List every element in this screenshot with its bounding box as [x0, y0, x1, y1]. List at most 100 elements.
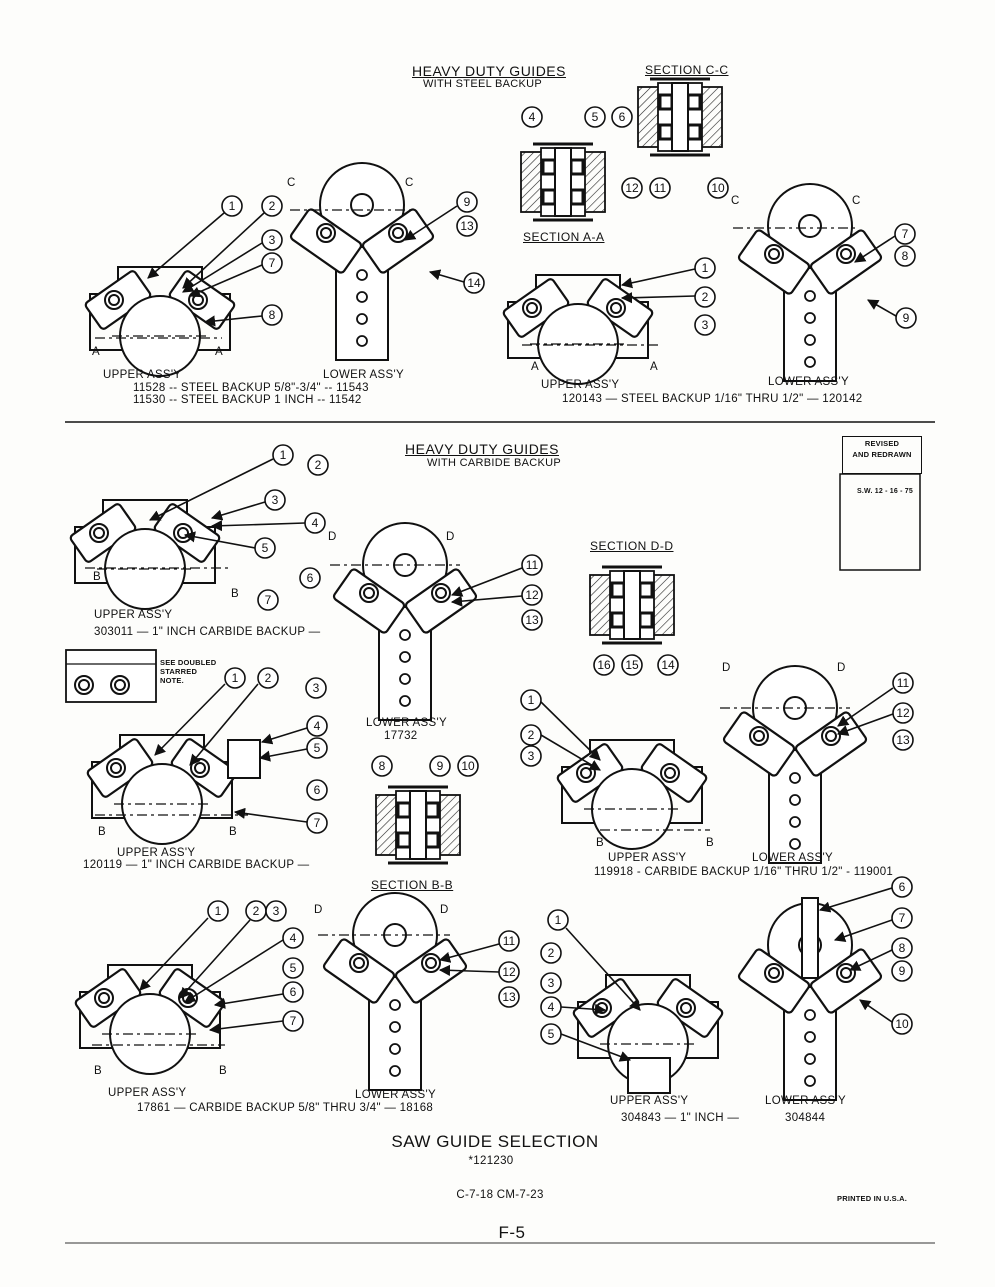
- svg-text:12: 12: [525, 588, 539, 602]
- section-d-d-label: SECTION D-D: [590, 539, 674, 553]
- top-title: HEAVY DUTY GUIDES: [412, 63, 566, 79]
- carbide-line-17861: 17861 — CARBIDE BACKUP 5/8" THRU 3/4" — …: [137, 1102, 434, 1114]
- mid-title: HEAVY DUTY GUIDES: [405, 441, 559, 457]
- svg-text:3: 3: [528, 749, 535, 763]
- letter-b: B: [219, 1065, 227, 1077]
- svg-text:3: 3: [272, 493, 279, 507]
- svg-text:1: 1: [702, 261, 709, 275]
- svg-text:1: 1: [229, 199, 236, 213]
- letter-b: B: [231, 588, 239, 600]
- svg-text:2: 2: [702, 290, 709, 304]
- svg-text:14: 14: [467, 276, 481, 290]
- svg-text:1: 1: [280, 448, 287, 462]
- upper-assy-120119-label: UPPER ASS'Y: [117, 847, 196, 859]
- svg-text:7: 7: [265, 593, 272, 607]
- svg-text:10: 10: [461, 759, 475, 773]
- upper-assy-303011-label: UPPER ASS'Y: [94, 609, 173, 621]
- footer-number: *121230: [468, 1155, 514, 1167]
- printed-in-usa: PRINTED IN U.S.A.: [837, 1194, 908, 1203]
- svg-text:6: 6: [899, 880, 906, 894]
- svg-text:3: 3: [702, 318, 709, 332]
- svg-text:1: 1: [555, 913, 562, 927]
- svg-text:6: 6: [314, 783, 321, 797]
- letter-d: D: [446, 531, 455, 543]
- svg-text:4: 4: [548, 1000, 555, 1014]
- svg-text:1: 1: [232, 671, 239, 685]
- revision-date: S.W. 12 - 16 - 75: [857, 488, 913, 495]
- svg-text:7: 7: [902, 227, 909, 241]
- page-number: F-5: [498, 1223, 526, 1242]
- upper-assy-304843-label: UPPER ASS'Y: [610, 1095, 689, 1107]
- svg-text:9: 9: [899, 964, 906, 978]
- letter-d: D: [314, 904, 323, 916]
- svg-text:8: 8: [379, 759, 386, 773]
- section-a-a-label: SECTION A-A: [523, 230, 605, 244]
- svg-text:7: 7: [269, 256, 276, 270]
- svg-text:13: 13: [896, 733, 910, 747]
- steel-line-right: 120143 — STEEL BACKUP 1/16" THRU 1/2" — …: [562, 393, 863, 405]
- svg-text:7: 7: [899, 911, 906, 925]
- upper-assembly-carbide-303011: [69, 500, 221, 609]
- svg-text:11: 11: [654, 181, 667, 195]
- svg-text:14: 14: [661, 658, 675, 672]
- section-a-a-drawing: [519, 142, 607, 222]
- carbide-line-119918: 119918 - CARBIDE BACKUP 1/16" THRU 1/2" …: [594, 866, 894, 878]
- svg-text:13: 13: [502, 990, 516, 1004]
- lower-17732-num: 17732: [384, 730, 418, 742]
- svg-text:3: 3: [273, 904, 280, 918]
- upper-assy-119918-label: UPPER ASS'Y: [608, 852, 687, 864]
- letter-d: D: [837, 662, 846, 674]
- svg-text:3: 3: [548, 976, 555, 990]
- upper-assy-label: UPPER ASS'Y: [103, 369, 182, 381]
- section-b-b-drawing: [374, 785, 462, 865]
- upper-assembly-carbide-17861: [74, 965, 226, 1074]
- svg-text:4: 4: [290, 931, 297, 945]
- svg-text:4: 4: [529, 110, 536, 124]
- svg-text:12: 12: [896, 706, 910, 720]
- footer-title: SAW GUIDE SELECTION: [391, 1132, 599, 1151]
- letter-b: B: [93, 571, 101, 583]
- upper-assembly-steel-right: [502, 275, 654, 384]
- lower-assy-17732-label: LOWER ASS'Y: [366, 717, 447, 729]
- letter-d: D: [722, 662, 731, 674]
- letter-c: C: [731, 195, 740, 207]
- svg-text:5: 5: [548, 1027, 555, 1041]
- lower-assy-304844-label: LOWER ASS'Y: [765, 1095, 846, 1107]
- note-line-2: STARRED: [160, 667, 198, 676]
- svg-text:9: 9: [903, 311, 910, 325]
- svg-text:4: 4: [312, 516, 319, 530]
- svg-text:12: 12: [502, 965, 516, 979]
- lower-assembly-steel-right: [737, 184, 882, 381]
- svg-text:8: 8: [902, 249, 909, 263]
- letter-b: B: [98, 826, 106, 838]
- svg-text:2: 2: [528, 728, 535, 742]
- letter-c: C: [405, 177, 414, 189]
- section-c-c-drawing: [636, 77, 724, 157]
- svg-text:10: 10: [895, 1017, 909, 1031]
- svg-text:11: 11: [503, 934, 516, 948]
- footer-codes: C-7-18 CM-7-23: [456, 1189, 544, 1201]
- svg-text:5: 5: [314, 741, 321, 755]
- upper-assembly-carbide-119918: [556, 740, 708, 849]
- svg-text:3: 3: [313, 681, 320, 695]
- section-c-c-label: SECTION C-C: [645, 63, 729, 77]
- svg-text:2: 2: [265, 671, 272, 685]
- lower-assy-label: LOWER ASS'Y: [323, 369, 404, 381]
- svg-text:7: 7: [314, 816, 321, 830]
- mid-subtitle: WITH CARBIDE BACKUP: [427, 457, 562, 469]
- letter-a: A: [650, 361, 658, 373]
- svg-text:9: 9: [464, 195, 471, 209]
- letter-d: D: [440, 904, 449, 916]
- upper-120119-line: 120119 — 1" INCH CARBIDE BACKUP —: [83, 859, 310, 871]
- num-304843: 304843 — 1" INCH —: [621, 1112, 740, 1124]
- svg-text:6: 6: [619, 110, 626, 124]
- svg-text:5: 5: [290, 961, 297, 975]
- svg-text:5: 5: [592, 110, 599, 124]
- top-subtitle: WITH STEEL BACKUP: [423, 78, 542, 90]
- section-b-b-label: SECTION B-B: [371, 878, 454, 892]
- svg-text:4: 4: [314, 719, 321, 733]
- svg-text:13: 13: [460, 219, 474, 233]
- svg-text:11: 11: [526, 558, 539, 572]
- svg-text:6: 6: [307, 571, 314, 585]
- svg-text:2: 2: [253, 904, 260, 918]
